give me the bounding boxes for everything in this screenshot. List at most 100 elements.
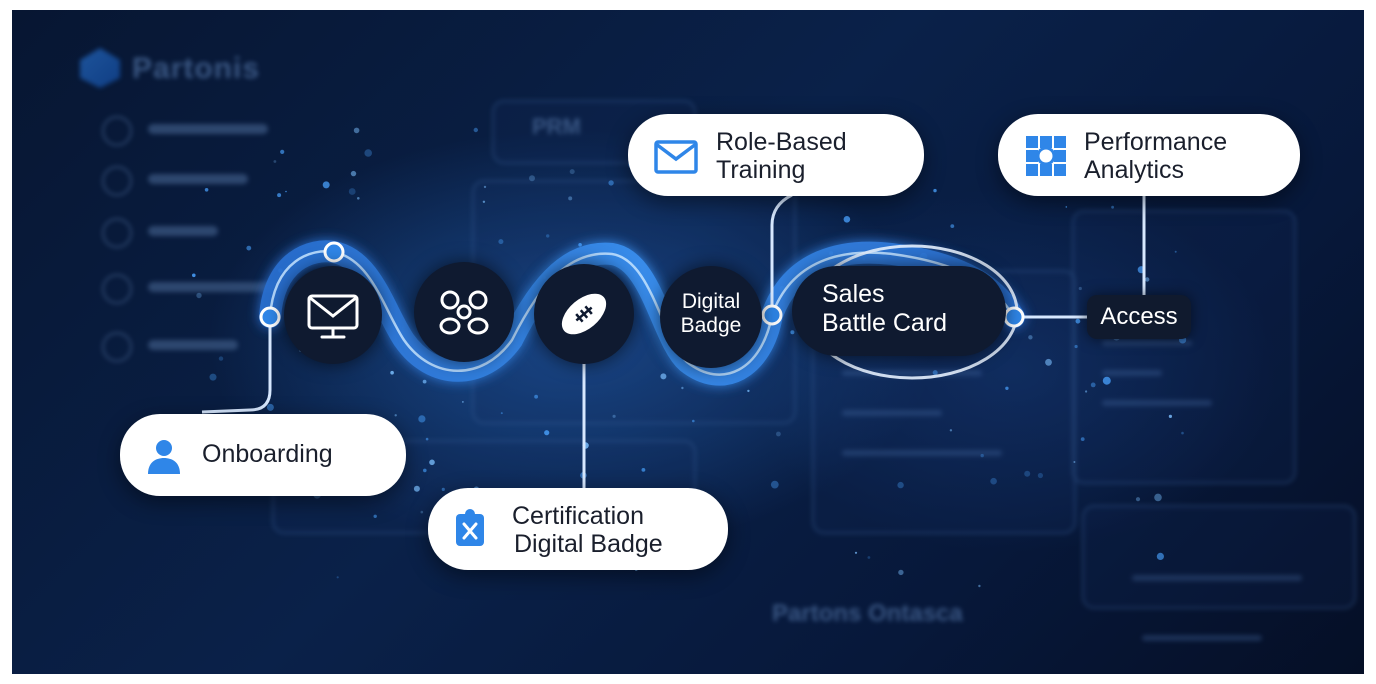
background-panel xyxy=(1082,505,1356,609)
particle xyxy=(867,556,871,559)
particle xyxy=(950,224,955,229)
particle xyxy=(1074,344,1078,349)
particle xyxy=(483,185,487,189)
particle xyxy=(980,453,984,458)
particle xyxy=(660,373,667,380)
particle xyxy=(394,414,397,417)
particle xyxy=(854,551,858,554)
connector-onboarding xyxy=(201,317,272,414)
node-monitor[interactable] xyxy=(284,266,382,364)
particle xyxy=(1045,358,1052,366)
particle xyxy=(1111,205,1114,209)
node-sales-battle-card[interactable]: Sales Battle Card xyxy=(792,266,1006,356)
particle xyxy=(429,459,435,466)
particle xyxy=(196,292,202,299)
particle xyxy=(534,394,538,399)
background-header-text: PRM xyxy=(532,114,581,139)
particle xyxy=(413,485,420,492)
particle xyxy=(373,514,377,518)
particle xyxy=(423,468,427,473)
background-sidebar-row xyxy=(102,114,302,146)
particle xyxy=(546,234,550,238)
envelope-icon xyxy=(654,140,698,174)
particle xyxy=(529,175,535,182)
particle xyxy=(462,401,464,403)
badge-icon xyxy=(456,509,484,546)
node-rugby[interactable] xyxy=(534,264,634,364)
performance-line1: Performance xyxy=(1084,128,1228,156)
particle xyxy=(218,356,224,361)
digital-badge-line1: Digital xyxy=(681,290,741,313)
connector-dot xyxy=(1003,306,1025,328)
particle xyxy=(612,414,616,418)
particle xyxy=(770,480,779,489)
particle xyxy=(692,419,695,423)
particle xyxy=(1080,437,1085,441)
particle xyxy=(1102,376,1111,385)
sales-battle-card-line2: Battle Card xyxy=(822,309,948,337)
certification-line1: Certification xyxy=(512,502,644,530)
particle xyxy=(420,510,424,514)
background-sidebar-row xyxy=(102,164,302,196)
connector-dot xyxy=(323,241,345,263)
analytics-grid-icon xyxy=(1026,136,1066,176)
particle xyxy=(898,569,904,576)
background-sidebar-row xyxy=(102,272,302,304)
particle xyxy=(350,170,357,177)
role-training-line1: Role-Based xyxy=(716,128,847,156)
particle xyxy=(336,576,339,579)
particle xyxy=(1181,431,1184,435)
particle xyxy=(422,379,427,384)
callout-performance[interactable]: Performance Analytics xyxy=(998,114,1300,196)
particle xyxy=(192,273,196,278)
background-sidebar-row xyxy=(102,216,302,248)
particle xyxy=(482,200,486,203)
particle xyxy=(747,389,750,393)
particle xyxy=(285,190,287,193)
particle xyxy=(498,239,504,245)
main-flow-highlight xyxy=(268,250,1016,376)
particle xyxy=(978,584,981,588)
digital-badge-line2: Badge xyxy=(680,314,742,338)
particle xyxy=(776,431,781,437)
node-people[interactable] xyxy=(414,262,514,362)
connector-dot xyxy=(259,306,281,328)
particle xyxy=(1154,493,1162,502)
particle xyxy=(1037,472,1043,479)
certification-line2: Digital Badge xyxy=(514,530,663,558)
particle xyxy=(1078,286,1082,291)
rugby-ball-icon xyxy=(561,293,607,335)
performance-line2: Analytics xyxy=(1084,156,1185,184)
particle xyxy=(357,197,360,200)
particle xyxy=(1135,497,1141,502)
particle xyxy=(500,412,503,415)
node-digital-badge[interactable]: Digital Badge xyxy=(660,266,762,368)
particle xyxy=(246,245,252,251)
access-label: Access xyxy=(1100,303,1178,330)
particle xyxy=(390,370,394,375)
particle xyxy=(1075,318,1081,324)
particle xyxy=(578,243,582,247)
particle xyxy=(990,477,997,485)
particle xyxy=(348,188,356,195)
connector-role-training xyxy=(770,193,793,315)
particle xyxy=(949,429,953,432)
particle xyxy=(441,487,445,491)
particle xyxy=(266,403,274,411)
callout-certification[interactable]: Certification Digital Badge xyxy=(428,488,728,570)
envelope-monitor-icon xyxy=(307,294,359,339)
particle xyxy=(1168,414,1172,418)
particle xyxy=(322,181,330,189)
user-icon xyxy=(148,440,180,474)
callout-onboarding[interactable]: Onboarding xyxy=(120,414,406,496)
background-panel xyxy=(1072,210,1296,484)
particle xyxy=(1073,461,1076,463)
particle xyxy=(209,373,217,381)
callout-role-training[interactable]: Role-Based Training xyxy=(628,114,924,196)
particle xyxy=(1156,552,1164,561)
particle xyxy=(364,149,373,157)
node-access[interactable]: Access xyxy=(1087,295,1191,339)
particle xyxy=(1065,206,1068,208)
particle xyxy=(544,430,550,436)
background-sidebar-row xyxy=(102,330,302,362)
